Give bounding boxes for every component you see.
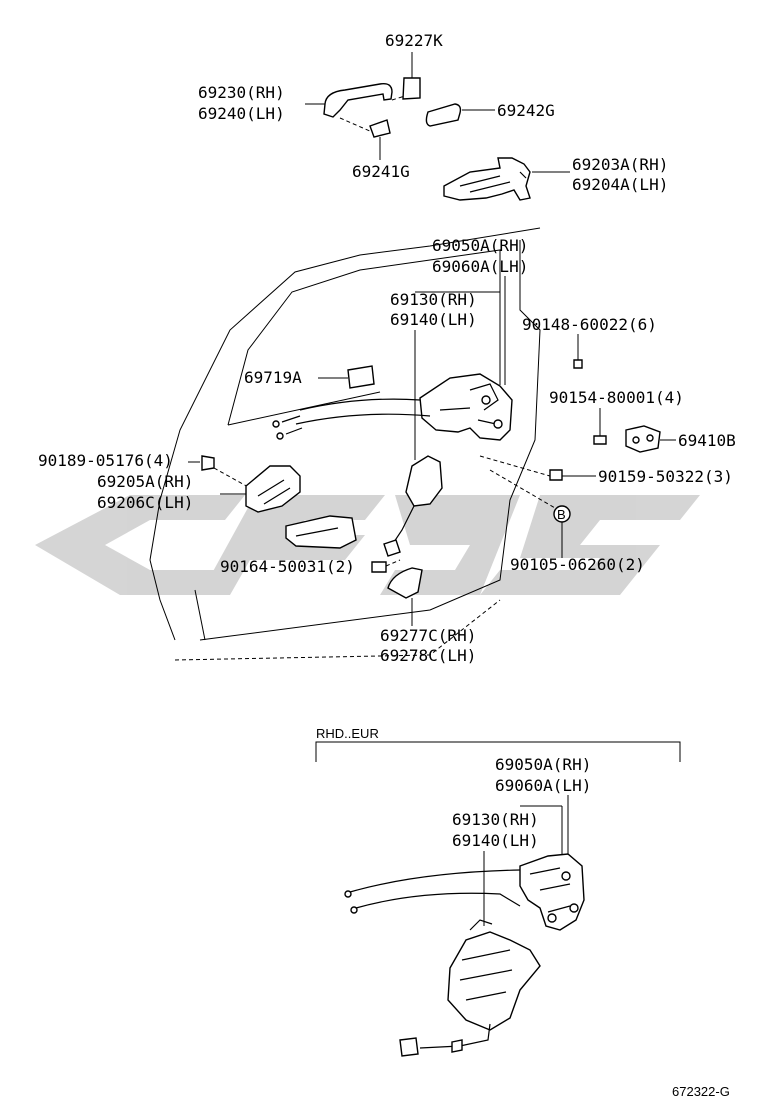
label-69240: 69240(LH) bbox=[198, 104, 285, 123]
handle-pad-69242g bbox=[425, 103, 462, 127]
screw-90164 bbox=[371, 561, 387, 573]
label-90148: 90148-60022(6) bbox=[522, 315, 657, 334]
marker-b-text: B bbox=[557, 507, 566, 522]
striker-69410b bbox=[625, 425, 661, 453]
inset-bracket bbox=[315, 741, 681, 762]
inset-label-69130: 69130(RH) bbox=[452, 810, 539, 829]
door-outline bbox=[149, 227, 541, 661]
label-69140: 69140(LH) bbox=[390, 310, 477, 329]
label-69060a: 69060A(LH) bbox=[432, 257, 528, 276]
inset-label-69140: 69140(LH) bbox=[452, 831, 539, 850]
screw-90148 bbox=[573, 359, 583, 369]
label-69241g: 69241G bbox=[352, 162, 410, 181]
inside-handle-69205a bbox=[245, 465, 301, 513]
inset-label-69050a: 69050A(RH) bbox=[495, 755, 591, 774]
handle-cap-69227k bbox=[402, 77, 421, 100]
label-69050a: 69050A(RH) bbox=[432, 236, 528, 255]
inset-lock-actuator bbox=[399, 919, 541, 1057]
figure-code: 672322-G bbox=[672, 1084, 730, 1099]
label-69242g: 69242G bbox=[497, 101, 555, 120]
bolt-90159 bbox=[549, 469, 563, 481]
label-69410b: 69410B bbox=[678, 431, 736, 450]
label-90105: 90105-06260(2) bbox=[510, 555, 645, 574]
inset-lock-assembly bbox=[344, 853, 585, 931]
label-90189: 90189-05176(4) bbox=[38, 451, 173, 470]
label-69204a: 69204A(LH) bbox=[572, 175, 668, 194]
label-90159: 90159-50322(3) bbox=[598, 467, 733, 486]
label-90154: 90154-80001(4) bbox=[549, 388, 684, 407]
label-69227k: 69227K bbox=[385, 31, 443, 50]
outside-handle-69230 bbox=[323, 82, 393, 118]
label-69277c: 69277C(RH) bbox=[380, 626, 476, 645]
inset-title: RHD..EUR bbox=[316, 726, 379, 741]
screw-90154 bbox=[593, 435, 607, 445]
label-69278c: 69278C(LH) bbox=[380, 646, 476, 665]
door-lock-assembly bbox=[272, 373, 513, 441]
clip-90189 bbox=[201, 455, 215, 471]
label-69203a: 69203A(RH) bbox=[572, 155, 668, 174]
label-69205a: 69205A(RH) bbox=[97, 472, 193, 491]
label-90164: 90164-50031(2) bbox=[220, 557, 355, 576]
lock-actuator-69130 bbox=[405, 455, 443, 507]
handle-pad-69241g bbox=[369, 119, 391, 138]
inset-label-69060a: 69060A(LH) bbox=[495, 776, 591, 795]
plate-69719a bbox=[347, 365, 375, 389]
inner-handle-bezel bbox=[285, 515, 357, 549]
label-69206c: 69206C(LH) bbox=[97, 493, 193, 512]
handle-cap-69277c bbox=[387, 567, 423, 599]
label-69230: 69230(RH) bbox=[198, 83, 285, 102]
label-69130: 69130(RH) bbox=[390, 290, 477, 309]
label-69719a: 69719A bbox=[244, 368, 302, 387]
